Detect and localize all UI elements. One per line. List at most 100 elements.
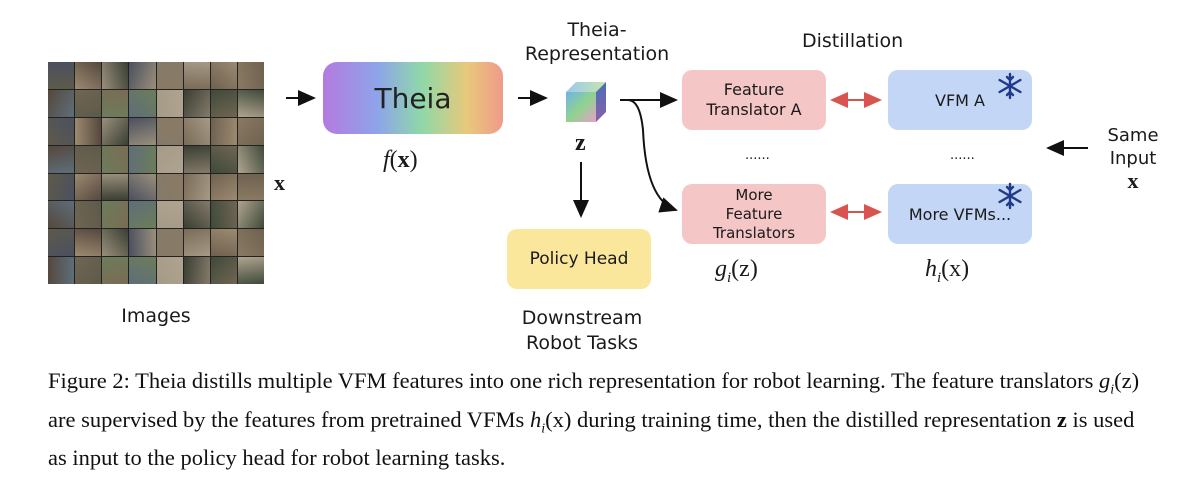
image-thumbnail <box>183 173 210 201</box>
image-thumbnail <box>48 257 75 284</box>
image-thumbnail <box>183 117 210 145</box>
g-function: gi(z) <box>715 256 758 287</box>
image-thumbnail <box>75 145 102 173</box>
image-thumbnail <box>156 62 183 89</box>
arrow-icon <box>627 99 678 213</box>
image-thumbnail <box>129 257 156 284</box>
image-thumbnail <box>48 145 75 173</box>
caption-g-arg: (z) <box>1114 368 1140 393</box>
theia-label: Theia <box>374 81 452 115</box>
image-thumbnail <box>183 62 210 89</box>
image-thumbnail <box>48 229 75 257</box>
h-function: hi(x) <box>925 256 969 287</box>
more-translators-line3: Translators <box>712 223 796 242</box>
image-thumbnail <box>237 201 264 229</box>
feature-translator-a-box: Feature Translator A <box>682 70 826 130</box>
image-thumbnail <box>102 201 129 229</box>
image-thumbnail <box>129 229 156 257</box>
distillation-title: Distillation <box>802 30 904 52</box>
caption-part3: during training time, then the distilled… <box>571 406 1057 432</box>
policy-head-label: Policy Head <box>529 249 629 269</box>
same-input-line2: Input <box>1109 148 1157 169</box>
more-vfms-label: More VFMs... <box>908 204 1012 224</box>
image-thumbnail <box>156 145 183 173</box>
image-thumbnail <box>102 257 129 284</box>
image-thumbnail <box>102 145 129 173</box>
image-thumbnail <box>183 257 210 284</box>
image-thumbnail <box>210 62 237 89</box>
image-thumbnail <box>102 173 129 201</box>
image-thumbnail <box>156 201 183 229</box>
same-input-x: x <box>1127 168 1139 193</box>
caption-z: z <box>1056 406 1067 432</box>
image-thumbnail <box>210 229 237 257</box>
image-thumbnail <box>210 89 237 117</box>
image-thumbnail <box>75 89 102 117</box>
image-thumbnail <box>237 62 264 89</box>
input-x-symbol: x <box>274 170 285 195</box>
more-translators-line1: More <box>735 185 773 204</box>
same-input-line1: Same <box>1107 125 1159 146</box>
image-thumbnail <box>75 229 102 257</box>
caption-g-sub: i <box>1110 382 1115 398</box>
image-thumbnail <box>75 173 102 201</box>
caption-h-sub: i <box>541 421 546 436</box>
h-arg: (x) <box>941 256 970 282</box>
representation-title-line1: Theia- <box>567 19 627 41</box>
vfm-a-box: VFM A <box>888 70 1032 130</box>
g-symbol: g <box>715 256 727 282</box>
image-thumbnail <box>183 145 210 173</box>
caption-h: h <box>529 406 542 432</box>
image-thumbnail <box>129 145 156 173</box>
image-thumbnail <box>48 173 75 201</box>
image-thumbnail <box>210 201 237 229</box>
caption-part4: is used as input to the policy head for … <box>48 406 1135 471</box>
figure-caption: Figure 2: Theia distills multiple VFM fe… <box>48 366 1158 472</box>
images-label: Images <box>121 305 191 327</box>
downstream-line1: Downstream <box>521 307 643 329</box>
image-thumbnail <box>237 89 264 117</box>
downstream-caption: Downstream Robot Tasks <box>497 306 667 356</box>
image-thumbnail <box>75 201 102 229</box>
image-thumbnail <box>237 117 264 145</box>
cube-icon <box>566 82 606 122</box>
image-thumbnail <box>156 117 183 145</box>
image-thumbnail <box>48 201 75 229</box>
vfm-a-label: VFM A <box>935 90 985 110</box>
translator-a-line1: Feature <box>723 80 785 99</box>
image-thumbnail <box>183 229 210 257</box>
image-thumbnail <box>102 89 129 117</box>
image-thumbnail <box>156 257 183 284</box>
more-translators-line2: Feature <box>725 204 783 223</box>
h-sub: i <box>937 269 942 286</box>
image-thumbnail <box>210 257 237 284</box>
image-thumbnail <box>183 201 210 229</box>
dots-left: ...... <box>745 148 770 163</box>
image-grid <box>48 62 264 284</box>
more-translators-box: More Feature Translators <box>682 184 826 244</box>
image-thumbnail <box>156 89 183 117</box>
image-thumbnail <box>210 173 237 201</box>
representation-title: Theia- Representation <box>512 18 682 66</box>
theia-function: f(x) <box>383 147 418 173</box>
caption-part1: Figure 2: Theia distills multiple VFM fe… <box>48 368 1099 393</box>
image-thumbnail <box>129 89 156 117</box>
image-thumbnail <box>48 117 75 145</box>
image-thumbnail <box>156 229 183 257</box>
image-thumbnail <box>129 117 156 145</box>
image-thumbnail <box>75 117 102 145</box>
g-arg: (z) <box>731 256 758 282</box>
image-thumbnail <box>210 145 237 173</box>
g-sub: i <box>727 269 732 286</box>
image-thumbnail <box>48 62 75 89</box>
image-thumbnail <box>129 201 156 229</box>
image-thumbnail <box>156 173 183 201</box>
policy-head-box: Policy Head <box>507 229 651 289</box>
image-thumbnail <box>237 173 264 201</box>
image-thumbnail <box>129 62 156 89</box>
caption-part2: are supervised by the features from pret… <box>48 406 530 432</box>
translator-a-line2: Translator A <box>706 100 802 119</box>
dots-right: ...... <box>950 148 975 163</box>
image-thumbnail <box>183 89 210 117</box>
